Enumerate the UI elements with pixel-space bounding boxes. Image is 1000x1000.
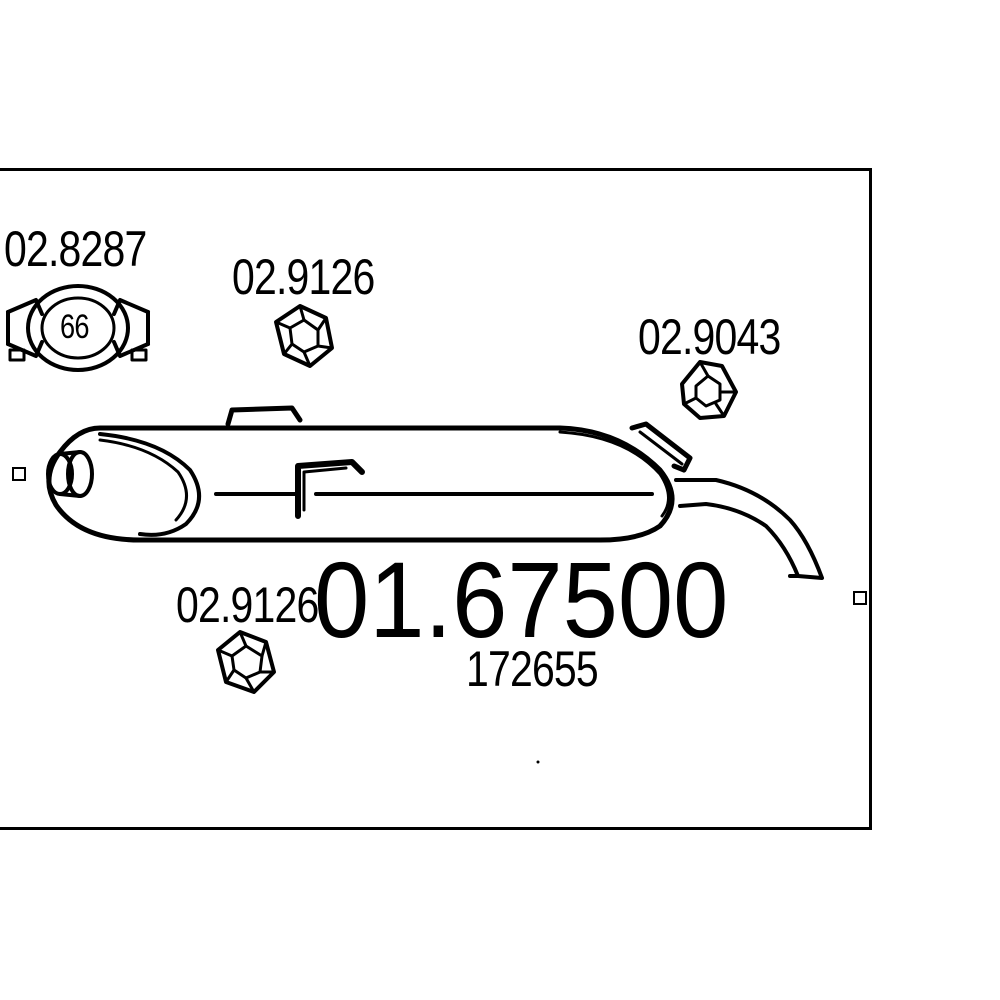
diagram-frame (0, 168, 872, 830)
tail-pipe (674, 478, 824, 580)
clamp-diameter-label: 66 (60, 308, 89, 346)
rubber-hanger-bottom-icon (216, 630, 276, 694)
muffler-body (46, 405, 693, 543)
left-connector-mark (12, 467, 26, 481)
rubber-hanger-right-icon (680, 360, 738, 420)
dot-mark (536, 760, 540, 764)
inlet-pipe (46, 450, 94, 498)
rubber-hanger-top-icon (274, 304, 334, 368)
reference-number: 172655 (466, 641, 599, 697)
hanger-top-part-number: 02.9126 (232, 249, 375, 305)
clamp-part-number: 02.8287 (4, 221, 147, 277)
hanger-bottom-part-number: 02.9126 (176, 577, 319, 633)
clamp-icon (6, 284, 150, 372)
right-connector-mark (853, 591, 867, 605)
hanger-right-part-number: 02.9043 (638, 309, 781, 365)
main-part-number: 01.67500 (314, 539, 729, 660)
